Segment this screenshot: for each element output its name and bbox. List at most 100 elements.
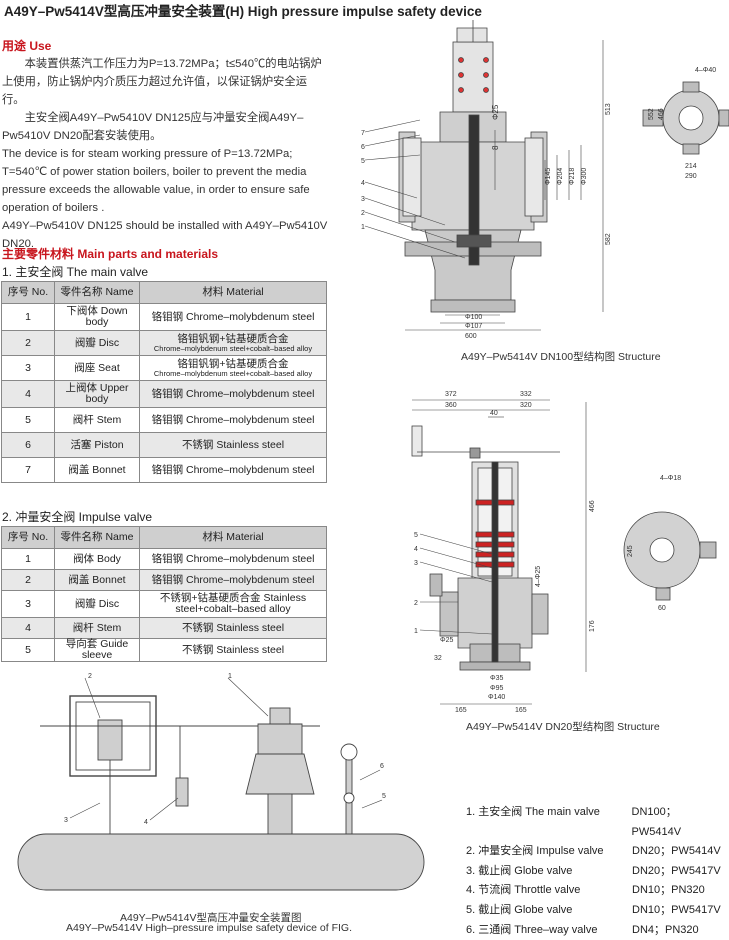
dn100-dim-phi218: Φ218 (569, 168, 576, 185)
part-name: 上阀体 Upper body (54, 380, 140, 408)
part-name: 阀体 Body (54, 548, 140, 570)
part-no: 4 (1, 617, 55, 639)
dn20-caption: A49Y–Pw5414V DN20型结构图 Structure (466, 721, 660, 733)
part-no: 5 (1, 638, 55, 662)
install-label-2: 2 (88, 673, 92, 680)
materials-heading: 主要零件材料 Main parts and materials (2, 247, 219, 261)
use-paragraph-en-1: The device is for steam working pressure… (2, 148, 310, 214)
dn100-part-5-label: 5 (361, 158, 365, 165)
install-label-6: 6 (380, 763, 384, 770)
legend-item: 5. 截止阀 Globe valve DN10；PW5417V (466, 901, 726, 921)
dn100-part-4-label: 4 (361, 180, 365, 187)
dn20-part-5-label: 5 (414, 532, 418, 539)
dn20-part-3-label: 3 (414, 560, 418, 567)
part-no: 3 (1, 590, 55, 618)
col-no: 序号 No. (1, 281, 55, 304)
dn100-structure-drawing: 7 6 5 4 3 2 1 Φ25 8 Φ145 Φ204 Φ218 Φ300 … (361, 20, 729, 340)
figure-caption-en: A49Y–Pw5414V High–pressure impulse safet… (66, 922, 352, 934)
dn20-dim-phi35: Φ35 (490, 675, 503, 682)
part-name: 阀瓣 Disc (54, 330, 140, 356)
part-name: 阀杆 Stem (54, 407, 140, 433)
legend-item-name: 4. 节流阀 Throttle valve (466, 884, 581, 897)
dn100-dim-600: 600 (465, 333, 477, 340)
dn20-dim-332: 332 (520, 391, 532, 398)
part-material: 铬钼钢 Chrome–molybdenum steel (139, 303, 327, 331)
part-no: 5 (1, 407, 55, 433)
part-material: 不锈钢 Stainless steel (139, 432, 327, 458)
dn100-dim-phi204: Φ204 (557, 168, 564, 185)
dn20-dim-40: 40 (490, 410, 498, 417)
dn20-dim-320: 320 (520, 402, 532, 409)
dn100-dim-phi25: Φ25 (491, 104, 500, 120)
part-no: 2 (1, 569, 55, 591)
legend-item-spec: DN10；PN320 (632, 884, 705, 897)
part-material: 铬钼钢 Chrome–molybdenum steel (139, 457, 327, 483)
main-valve-title: 1. 主安全阀 The main valve (2, 265, 149, 279)
part-name: 阀瓣 Disc (54, 590, 140, 618)
dn100-dim-bolt: 4–Φ40 (695, 67, 716, 74)
page-title: A49Y–Pw5414V型高压冲量安全装置(H) High pressure i… (4, 4, 482, 19)
dn20-dim-4-phi25: 4–Φ25 (535, 566, 542, 587)
dn20-dim-phi95: Φ95 (490, 685, 503, 692)
legend-item-name: 1. 主安全阀 The main valve (466, 806, 600, 818)
dn20-dim-32: 32 (434, 655, 442, 662)
legend-item-spec: DN10；PW5417V (632, 903, 721, 916)
dn100-dim-8: 8 (491, 145, 500, 150)
dn100-part-3-label: 3 (361, 196, 365, 203)
part-material-detail: Chrome–molybdenum steel+cobalt–based all… (153, 368, 313, 378)
dn100-dim-phi100: Φ100 (465, 314, 482, 321)
part-no: 6 (1, 432, 55, 458)
dn20-dim-phi25: Φ25 (440, 637, 453, 644)
dn20-part-2-label: 2 (414, 600, 418, 607)
dn100-caption: A49Y–Pw5414V DN100型结构图 Structure (461, 351, 661, 363)
dn100-dim-214: 214 (685, 163, 697, 170)
part-no: 1 (1, 548, 55, 570)
part-material: 不锈钢 Stainless steel (139, 638, 327, 662)
dn100-dim-phi107: Φ107 (465, 323, 482, 330)
dn100-part-2-label: 2 (361, 210, 365, 217)
col-material: 材料 Material (139, 526, 327, 549)
dn20-dim-372: 372 (445, 391, 457, 398)
impulse-valve-title: 2. 冲量安全阀 Impulse valve (2, 510, 153, 524)
install-label-4: 4 (144, 819, 148, 826)
dn20-part-1-label: 1 (414, 628, 418, 635)
dn100-dim-phi145: Φ145 (545, 168, 552, 185)
legend-item-name: 3. 截止阀 Globe valve (466, 864, 573, 877)
legend-item-name: 5. 截止阀 Globe valve (466, 903, 573, 916)
dn20-dim-245: 245 (627, 545, 634, 557)
dn20-dim-466: 466 (589, 500, 596, 512)
legend-item-spec: DN4；PN320 (632, 923, 699, 936)
dn100-dim-513: 513 (605, 103, 612, 115)
use-text: 本装置供蒸汽工作压力为P=13.72MPa；t≤540℃的电站锅炉上使用，防止锅… (2, 55, 328, 253)
part-material: 铬钼钢 Chrome–molybdenum steel (139, 569, 327, 591)
dn100-part-6-label: 6 (361, 144, 365, 151)
installation-figure: 2 1 3 4 6 5 (17, 673, 425, 891)
dn20-dim-165b: 165 (515, 707, 527, 712)
legend-item: 3. 截止阀 Globe valve DN20；PW5417V (466, 862, 726, 882)
part-no: 7 (1, 457, 55, 483)
legend-item-spec: DN20；PW5417V (632, 864, 721, 877)
part-no: 2 (1, 330, 55, 356)
part-no: 4 (1, 380, 55, 408)
part-name: 活塞 Piston (54, 432, 140, 458)
part-material: 铬钼钢 Chrome–molybdenum steel (139, 548, 327, 570)
install-label-5: 5 (382, 793, 386, 800)
dn20-part-4-label: 4 (414, 546, 418, 553)
part-name: 导向套 Guide sleeve (54, 638, 140, 662)
part-name: 阀座 Seat (54, 355, 140, 381)
dn20-dim-phi140: Φ140 (488, 694, 505, 701)
use-paragraph-cn-2: 主安全阀A49Y–Pw5410V DN125应与冲量安全阀A49Y–Pw5410… (2, 112, 304, 142)
